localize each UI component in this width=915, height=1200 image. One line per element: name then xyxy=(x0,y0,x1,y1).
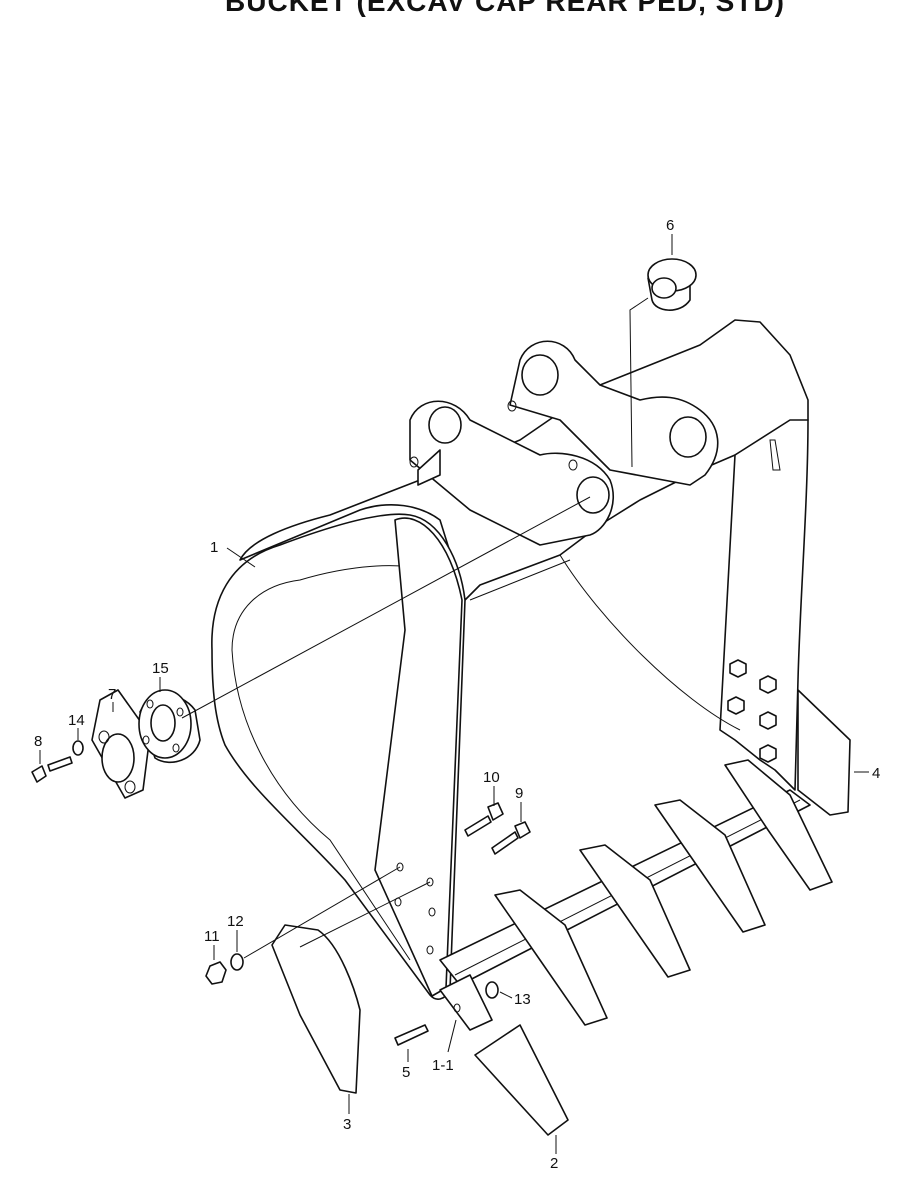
callout-1-1: 1-1 xyxy=(432,1057,454,1074)
callout-13: 13 xyxy=(514,991,531,1008)
washer-13 xyxy=(485,981,499,999)
callout-11: 11 xyxy=(204,928,220,945)
side-protector xyxy=(797,689,851,816)
callout-1: 1 xyxy=(210,539,218,556)
plate xyxy=(91,689,151,799)
tooth-tip xyxy=(474,1024,569,1136)
callouts: 1 6 15 7 14 8 10 9 4 11 12 13 5 1-1 3 2 xyxy=(34,217,880,1172)
mounting-lugs xyxy=(409,340,719,546)
callout-6: 6 xyxy=(666,217,674,234)
bolt-8 xyxy=(31,756,73,783)
nut xyxy=(205,961,227,985)
callout-2: 2 xyxy=(550,1155,558,1172)
teeth-row xyxy=(439,759,833,1031)
pin xyxy=(394,1024,429,1046)
diagram-title: BUCKET (EXCAV CAP REAR PED, STD) xyxy=(225,0,785,17)
washer-14 xyxy=(72,740,84,756)
callout-12: 12 xyxy=(227,913,244,930)
callout-15: 15 xyxy=(152,660,169,677)
leader-lines xyxy=(39,234,869,1154)
callout-8: 8 xyxy=(34,733,42,750)
side-holes xyxy=(394,862,436,955)
side-bolt-group xyxy=(727,659,777,763)
bushing xyxy=(647,258,697,311)
callout-4: 4 xyxy=(872,765,880,782)
callout-10: 10 xyxy=(483,769,500,786)
bolt-10 xyxy=(464,802,504,837)
callout-9: 9 xyxy=(515,785,523,802)
callout-5: 5 xyxy=(402,1064,410,1081)
callout-3: 3 xyxy=(343,1116,351,1133)
washer-12 xyxy=(230,953,244,971)
side-cutter xyxy=(271,924,361,1094)
boss xyxy=(138,689,201,764)
bolt-9 xyxy=(491,821,531,855)
callout-14: 14 xyxy=(68,712,85,729)
callout-7: 7 xyxy=(108,686,116,703)
